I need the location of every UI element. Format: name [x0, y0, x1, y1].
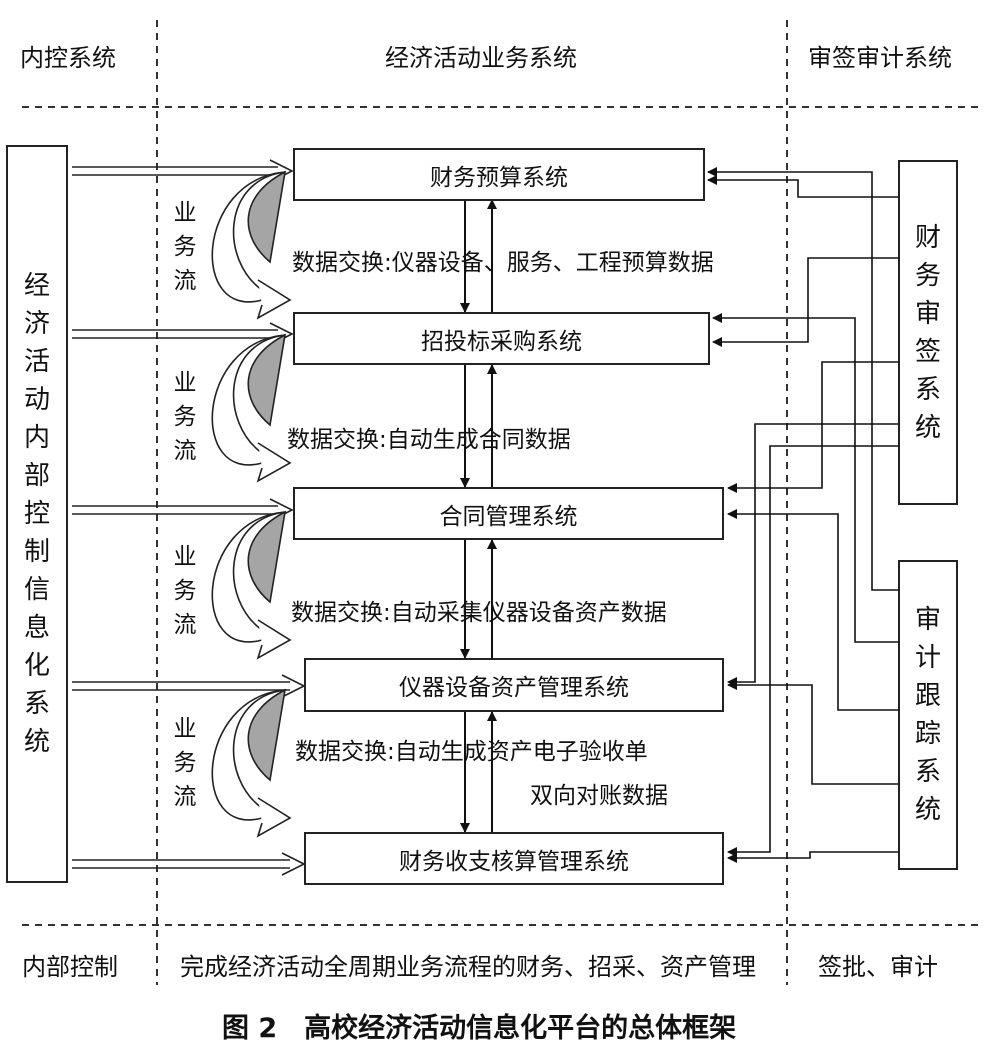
header-audit-systems: 审签审计系统 [808, 44, 952, 72]
business-flow-label-4: 业务流 [173, 716, 197, 810]
footer-approval-audit: 签批、审计 [818, 953, 938, 981]
footer-internal-control: 内部控制 [22, 953, 118, 981]
audit-tracking-system-box: 审计跟踪系统 [898, 560, 958, 870]
dashed-separators [22, 20, 978, 985]
business-flow-label-2: 业务流 [173, 370, 197, 464]
reconcile-data-label: 双向对账数据 [530, 783, 668, 809]
business-flow-label-1: 业务流 [173, 200, 197, 294]
business-flow-label-3: 业务流 [173, 544, 197, 638]
contract-system-box: 合同管理系统 [293, 487, 724, 540]
data-exchange-asset: 数据交换:自动采集仪器设备资产数据 [291, 600, 667, 626]
header-internal-control: 内控系统 [20, 44, 116, 72]
internal-control-system-box: 经济活动内部控制信息化系统 [6, 145, 68, 883]
internal-control-system-label: 经济活动内部控制信息化系统 [23, 271, 50, 757]
accounting-system-box: 财务收支核算管理系统 [304, 832, 724, 885]
footer-business-scope: 完成经济活动全周期业务流程的财务、招采、资产管理 [180, 953, 756, 981]
audit-tracking-system-label: 审计跟踪系统 [914, 605, 941, 825]
budget-system-box: 财务预算系统 [293, 148, 705, 201]
exchange-arrows [460, 199, 497, 833]
finance-review-system-label: 财务审签系统 [914, 222, 941, 443]
procurement-system-box: 招投标采购系统 [293, 312, 710, 365]
finance-review-system-box: 财务审签系统 [898, 160, 958, 505]
asset-system-box: 仪器设备资产管理系统 [304, 658, 724, 712]
data-exchange-budget: 数据交换:仪器设备、服务、工程预算数据 [292, 250, 714, 276]
audit-connectors [707, 167, 898, 863]
data-exchange-contract: 数据交换:自动生成合同数据 [287, 427, 571, 453]
figure-caption: 图 2 高校经济活动信息化平台的总体框架 [222, 1013, 737, 1044]
data-exchange-acceptance: 数据交换:自动生成资产电子验收单 [295, 739, 648, 765]
header-business-systems: 经济活动业务系统 [385, 44, 577, 72]
business-flow-arrows [211, 170, 292, 838]
